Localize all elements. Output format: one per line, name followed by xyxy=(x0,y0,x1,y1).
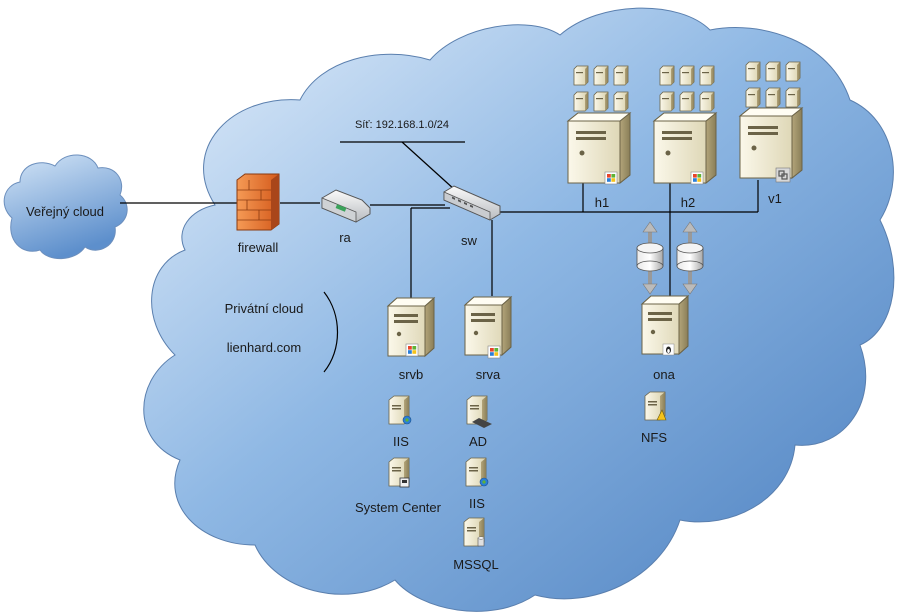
host-v1-label: v1 xyxy=(768,191,782,206)
service-nfs-label: NFS xyxy=(641,430,667,445)
storage-cylinder-icon xyxy=(676,221,704,295)
host-h1-icon[interactable] xyxy=(567,65,631,185)
link-network-switch xyxy=(401,141,456,191)
service-iis-srvb-icon[interactable] xyxy=(388,395,412,425)
label-divider xyxy=(323,291,339,373)
switch-icon[interactable] xyxy=(443,185,501,221)
service-mssql-icon[interactable] xyxy=(463,517,485,547)
connection-lines xyxy=(120,141,759,300)
service-iis-srva-icon[interactable] xyxy=(465,457,489,487)
router-icon[interactable] xyxy=(321,189,371,223)
service-system-center-icon[interactable] xyxy=(388,457,410,488)
server-srvb-icon[interactable] xyxy=(387,297,435,357)
windows-logo-icon xyxy=(690,171,704,185)
firewall-label: firewall xyxy=(238,240,279,255)
storage-cylinder-icon xyxy=(636,221,664,295)
network-label: Síť: 192.168.1.0/24 xyxy=(355,119,449,131)
service-ad-label: AD xyxy=(469,434,487,449)
host-h2-icon[interactable] xyxy=(653,65,717,185)
service-mssql-label: MSSQL xyxy=(453,557,499,572)
public-cloud-label: Veřejný cloud xyxy=(26,204,104,219)
switch-label: sw xyxy=(461,233,478,248)
vmware-logo-icon xyxy=(775,167,791,183)
service-nfs-icon[interactable] xyxy=(644,391,667,421)
windows-logo-icon xyxy=(405,343,419,357)
server-srvb-label: srvb xyxy=(399,367,424,382)
windows-logo-icon xyxy=(604,171,618,185)
host-h2-label: h2 xyxy=(681,195,695,210)
server-ona-label: ona xyxy=(653,367,675,382)
server-srva-label: srva xyxy=(476,367,501,382)
service-iis-srvb-label: IIS xyxy=(393,434,409,449)
server-ona-icon[interactable] xyxy=(641,295,689,356)
service-ad-icon[interactable] xyxy=(466,395,492,428)
router-label: ra xyxy=(339,230,351,245)
private-cloud-domain: lienhard.com xyxy=(227,340,301,355)
linux-penguin-icon xyxy=(662,343,675,356)
service-iis-srva-label: IIS xyxy=(469,496,485,511)
firewall-icon[interactable] xyxy=(236,173,280,231)
private-cloud-title: Privátní cloud xyxy=(225,301,304,316)
server-srva-icon[interactable] xyxy=(464,296,512,359)
public-cloud-shape xyxy=(3,154,128,260)
service-system-center-label: System Center xyxy=(355,500,442,515)
host-h1-label: h1 xyxy=(595,195,609,210)
host-v1-icon[interactable] xyxy=(739,61,803,183)
windows-logo-icon xyxy=(487,345,501,359)
